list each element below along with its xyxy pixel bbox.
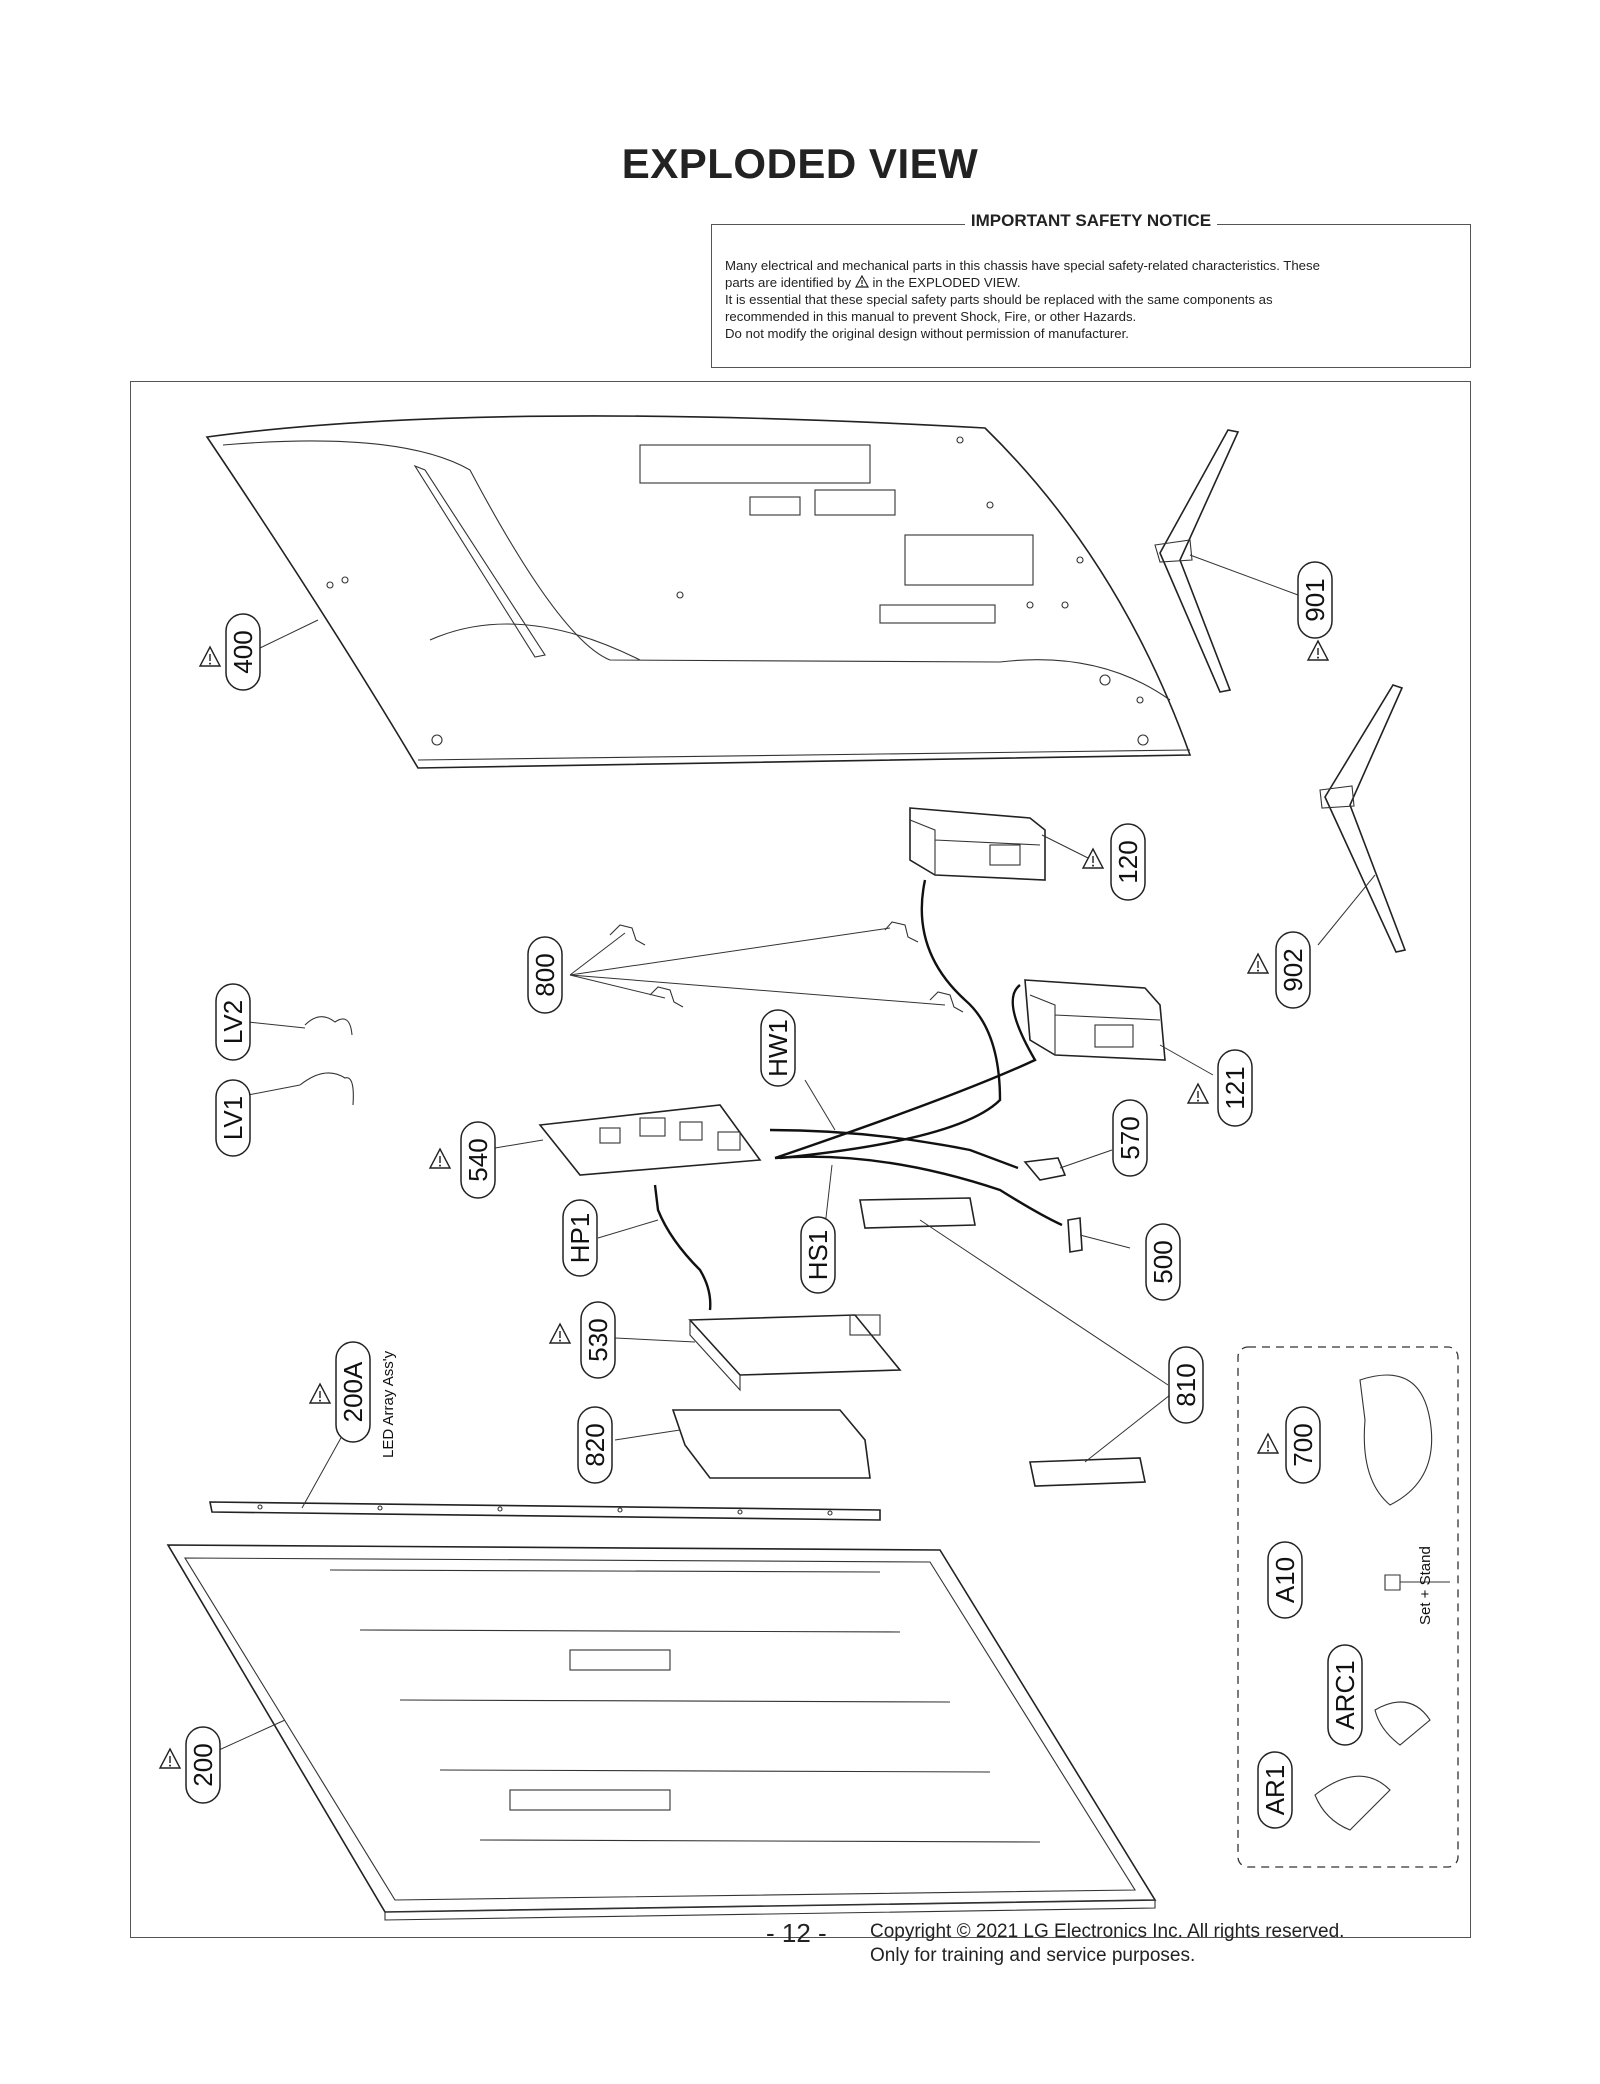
label-810: 810 xyxy=(1168,1346,1204,1424)
stand-901-part xyxy=(1154,429,1240,693)
svg-text:LV2: LV2 xyxy=(218,1000,248,1044)
label-902: 902 xyxy=(1275,931,1311,1009)
label-800: 800 xyxy=(527,936,563,1014)
label-lv1: LV1 xyxy=(215,1079,251,1157)
svg-text:HP1: HP1 xyxy=(565,1213,595,1264)
label-ar1: AR1 xyxy=(1257,1751,1293,1829)
label-arc1: ARC1 xyxy=(1327,1644,1363,1746)
power-board-120-part xyxy=(909,807,1046,881)
notice-line-with-icon: parts are identified by in the EXPLODED … xyxy=(725,274,1457,291)
label-hp1: HP1 xyxy=(562,1199,598,1277)
svg-text:A10: A10 xyxy=(1270,1557,1300,1603)
label-a10: A10 xyxy=(1267,1541,1303,1619)
svg-text:HW1: HW1 xyxy=(763,1019,793,1077)
svg-text:400: 400 xyxy=(228,630,258,673)
power-supply-530-part xyxy=(688,1314,902,1392)
display-module-200-part xyxy=(166,1544,1157,1921)
warning-triangle-icon xyxy=(429,1148,451,1169)
label-hs1: HS1 xyxy=(800,1216,836,1294)
notice-heading: IMPORTANT SAFETY NOTICE xyxy=(964,211,1218,230)
copyright-line: Only for training and service purposes. xyxy=(870,1945,1196,1966)
power-board-121-part xyxy=(1024,979,1166,1061)
notice-line: Do not modify the original design withou… xyxy=(725,326,1129,341)
warning-triangle-icon xyxy=(159,1748,181,1769)
svg-text:800: 800 xyxy=(530,953,560,996)
warning-triangle-icon xyxy=(549,1323,571,1344)
svg-text:902: 902 xyxy=(1278,948,1308,991)
page-number: - 12 - xyxy=(766,1918,827,1948)
svg-text:700: 700 xyxy=(1288,1423,1318,1466)
label-570: 570 xyxy=(1112,1099,1148,1177)
label-120: 120 xyxy=(1110,823,1146,901)
stand-902-part xyxy=(1319,684,1407,953)
label-820: 820 xyxy=(577,1406,613,1484)
warning-triangle-icon xyxy=(1082,848,1104,869)
notice-body: Many electrical and mechanical parts in … xyxy=(725,257,1457,342)
back-cover-part xyxy=(205,415,1192,769)
svg-text:ARC1: ARC1 xyxy=(1330,1660,1360,1729)
svg-text:810: 810 xyxy=(1171,1363,1201,1406)
notice-line: recommended in this manual to prevent Sh… xyxy=(725,309,1137,324)
joystick-500-part xyxy=(1067,1217,1083,1253)
shield-820-part xyxy=(671,1409,871,1479)
cable-wires xyxy=(653,879,1063,1311)
svg-text:120: 120 xyxy=(1113,840,1143,883)
set-stand-group xyxy=(1237,1346,1459,1868)
notice-line-part: in the EXPLODED VIEW. xyxy=(872,275,1021,290)
warning-triangle-icon xyxy=(854,275,869,288)
diagram-frame xyxy=(130,381,1471,1938)
label-400: 400 xyxy=(225,613,261,691)
label-700: 700 xyxy=(1285,1406,1321,1484)
warning-triangle-icon xyxy=(1307,640,1329,661)
label-200: 200 xyxy=(185,1726,221,1804)
svg-text:901: 901 xyxy=(1300,578,1330,621)
svg-text:500: 500 xyxy=(1148,1240,1178,1283)
main-board-540-part xyxy=(538,1104,762,1176)
warning-triangle-icon xyxy=(1187,1083,1209,1104)
safety-notice: IMPORTANT SAFETY NOTICE Many electrical … xyxy=(711,211,1471,368)
lv-cable-parts xyxy=(299,1016,354,1106)
notice-line: It is essential that these special safet… xyxy=(725,292,1273,307)
speaker-810-part xyxy=(859,1197,1146,1487)
svg-text:820: 820 xyxy=(580,1423,610,1466)
svg-text:AR1: AR1 xyxy=(1260,1765,1290,1816)
svg-text:HS1: HS1 xyxy=(803,1230,833,1281)
svg-text:570: 570 xyxy=(1115,1116,1145,1159)
svg-text:540: 540 xyxy=(463,1138,493,1181)
label-200a: 200A xyxy=(335,1341,371,1443)
warning-triangle-icon xyxy=(1247,953,1269,974)
svg-text:LV1: LV1 xyxy=(218,1096,248,1140)
label-lv2: LV2 xyxy=(215,983,251,1061)
page-title: EXPLODED VIEW xyxy=(621,140,979,187)
label-530: 530 xyxy=(580,1301,616,1379)
leader-lines xyxy=(207,554,1376,1756)
notice-line: Many electrical and mechanical parts in … xyxy=(725,258,1320,273)
notice-line-part: parts are identified by xyxy=(725,275,852,290)
copyright-line: Copyright © 2021 LG Electronics Inc. All… xyxy=(870,1921,1345,1942)
set-stand-note: Set + Stand xyxy=(1417,1546,1434,1625)
ir-board-570-part xyxy=(1023,1157,1067,1181)
svg-text:121: 121 xyxy=(1220,1066,1250,1109)
led-array-note: LED Array Ass'y xyxy=(380,1350,397,1458)
label-hw1: HW1 xyxy=(760,1009,796,1087)
warning-triangle-icon xyxy=(199,646,221,667)
svg-text:200A: 200A xyxy=(338,1361,368,1422)
led-array-200a-part xyxy=(209,1501,881,1521)
bracket-800-part xyxy=(609,921,964,1013)
warning-triangle-icon xyxy=(309,1383,331,1404)
copyright: Copyright © 2021 LG Electronics Inc. All… xyxy=(870,1920,1344,1968)
label-500: 500 xyxy=(1145,1223,1181,1301)
label-901: 901 xyxy=(1297,561,1333,639)
label-540: 540 xyxy=(460,1121,496,1199)
svg-text:200: 200 xyxy=(188,1743,218,1786)
label-121: 121 xyxy=(1217,1049,1253,1127)
svg-text:530: 530 xyxy=(583,1318,613,1361)
warning-triangle-icon xyxy=(1257,1433,1279,1454)
